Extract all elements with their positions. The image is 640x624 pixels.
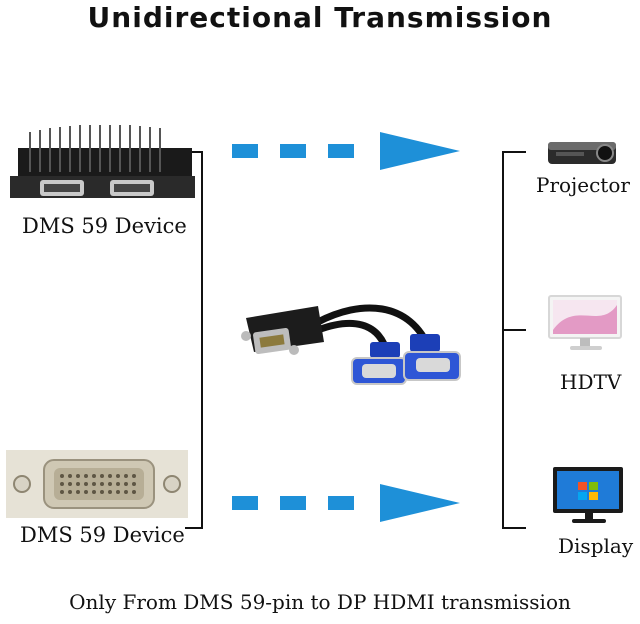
dms59-to-dual-vga-cable-icon	[241, 304, 461, 385]
left-bracket	[185, 151, 203, 529]
page-title: Unidirectional Transmission	[87, 1, 553, 34]
projector-icon	[548, 142, 616, 164]
device-label-top-left: DMS 59 Device	[22, 214, 187, 238]
bottom-arrow	[232, 484, 460, 522]
device-label-hdtv: HDTV	[560, 370, 622, 394]
dms59-port-icon	[6, 450, 188, 518]
top-arrow	[232, 132, 460, 170]
caption: Only From DMS 59-pin to DP HDMI transmis…	[69, 590, 571, 614]
device-label-projector: Projector	[536, 173, 630, 197]
right-bracket	[502, 151, 526, 529]
graphics-card-icon	[10, 125, 195, 198]
display-icon	[553, 467, 623, 523]
device-label-bottom-left: DMS 59 Device	[20, 523, 185, 547]
device-label-display: Display	[558, 534, 634, 558]
monitor-icon	[548, 295, 622, 350]
